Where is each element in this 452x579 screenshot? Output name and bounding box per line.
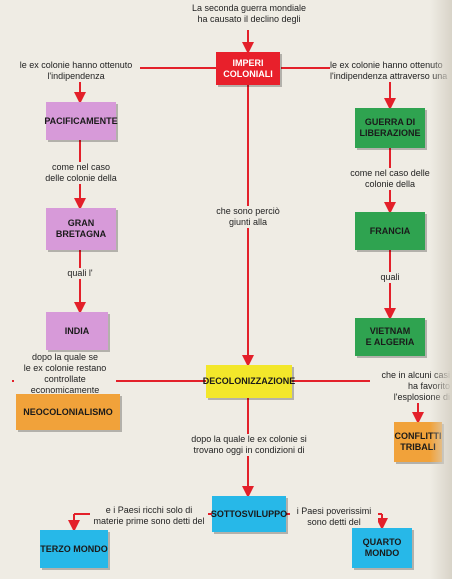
node-pacificamente: PACIFICAMENTE [44, 102, 118, 140]
label-right-caso: come nel caso delle colonie della [342, 168, 438, 190]
node-quarto-mondo: QUARTO MONDO [352, 528, 412, 568]
node-guerra-liberazione: GUERRA DI LIBERAZIONE [355, 108, 425, 148]
node-vietnam-algeria: VIETNAM E ALGERIA [355, 318, 425, 356]
label-quali-l: quali l' [62, 268, 98, 279]
node-neocolonialismo: NEOCOLONIALISMO [16, 394, 120, 430]
node-francia: FRANCIA [355, 212, 425, 250]
node-imperi-coloniali: IMPERI COLONIALI [216, 52, 280, 85]
node-sottosviluppo: SOTTOSVILUPPO [211, 496, 287, 532]
page-edge-shade [430, 0, 452, 579]
label-poverissimi: i Paesi poverissimi sono detti del [290, 506, 378, 528]
label-top: La seconda guerra mondiale ha causato il… [180, 3, 318, 25]
label-ricchi: e i Paesi ricchi solo di materie prime s… [90, 505, 208, 527]
node-india: INDIA [46, 312, 108, 350]
label-left-indipendenza: le ex colonie hanno ottenuto l'indipende… [12, 60, 140, 82]
label-giunti: che sono perciò giunti alla [206, 206, 290, 228]
label-dopo-condizioni: dopo la quale le ex colonie si trovano o… [178, 434, 320, 456]
label-left-caso: come nel caso delle colonie della [33, 162, 129, 184]
node-gran-bretagna: GRAN BRETAGNA [46, 208, 116, 250]
node-decolonizzazione: DECOLONIZZAZIONE [203, 365, 295, 398]
node-terzo-mondo: TERZO MONDO [40, 530, 108, 568]
label-quali: quali [374, 272, 406, 283]
